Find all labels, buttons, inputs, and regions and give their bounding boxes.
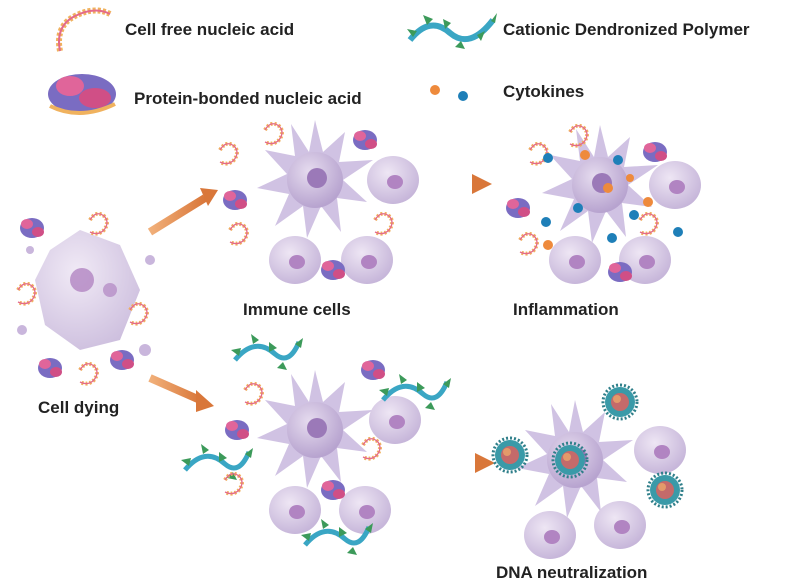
- neutralization-illustration: [491, 383, 686, 559]
- arrow-down-icon: [148, 374, 214, 412]
- immune-cells-label: Immune cells: [243, 300, 351, 319]
- dna-neutralization-label: DNA neutralization: [496, 563, 648, 582]
- dying-cell-illustration: [16, 211, 155, 386]
- cfna-legend-icon: [56, 7, 112, 52]
- legend-polymer-label: Cationic Dendronized Polymer: [503, 20, 750, 39]
- inflammation-label: Inflammation: [513, 300, 619, 319]
- legend-cytokines-label: Cytokines: [503, 82, 585, 101]
- legend-cfna-label: Cell free nucleic acid: [125, 20, 295, 39]
- cytokine-legend-icon: [430, 85, 468, 101]
- inflammation-illustration: [506, 123, 701, 284]
- polymer-legend-icon: [407, 13, 497, 49]
- cytokines: [541, 150, 683, 250]
- cell-dying-label: Cell dying: [38, 398, 120, 417]
- polymer-treatment-illustration: [185, 330, 445, 550]
- arrow-right-top-icon: [425, 174, 492, 194]
- legend: Cell free nucleic acid Cationic Dendroni…: [0, 0, 796, 120]
- immune-cells-illustration: [218, 120, 419, 284]
- arrow-up-icon: [147, 188, 218, 236]
- arrow-right-bottom-icon: [425, 453, 495, 473]
- pbna-legend-icon: [48, 74, 116, 116]
- legend-pbna-label: Protein-bonded nucleic acid: [134, 89, 362, 108]
